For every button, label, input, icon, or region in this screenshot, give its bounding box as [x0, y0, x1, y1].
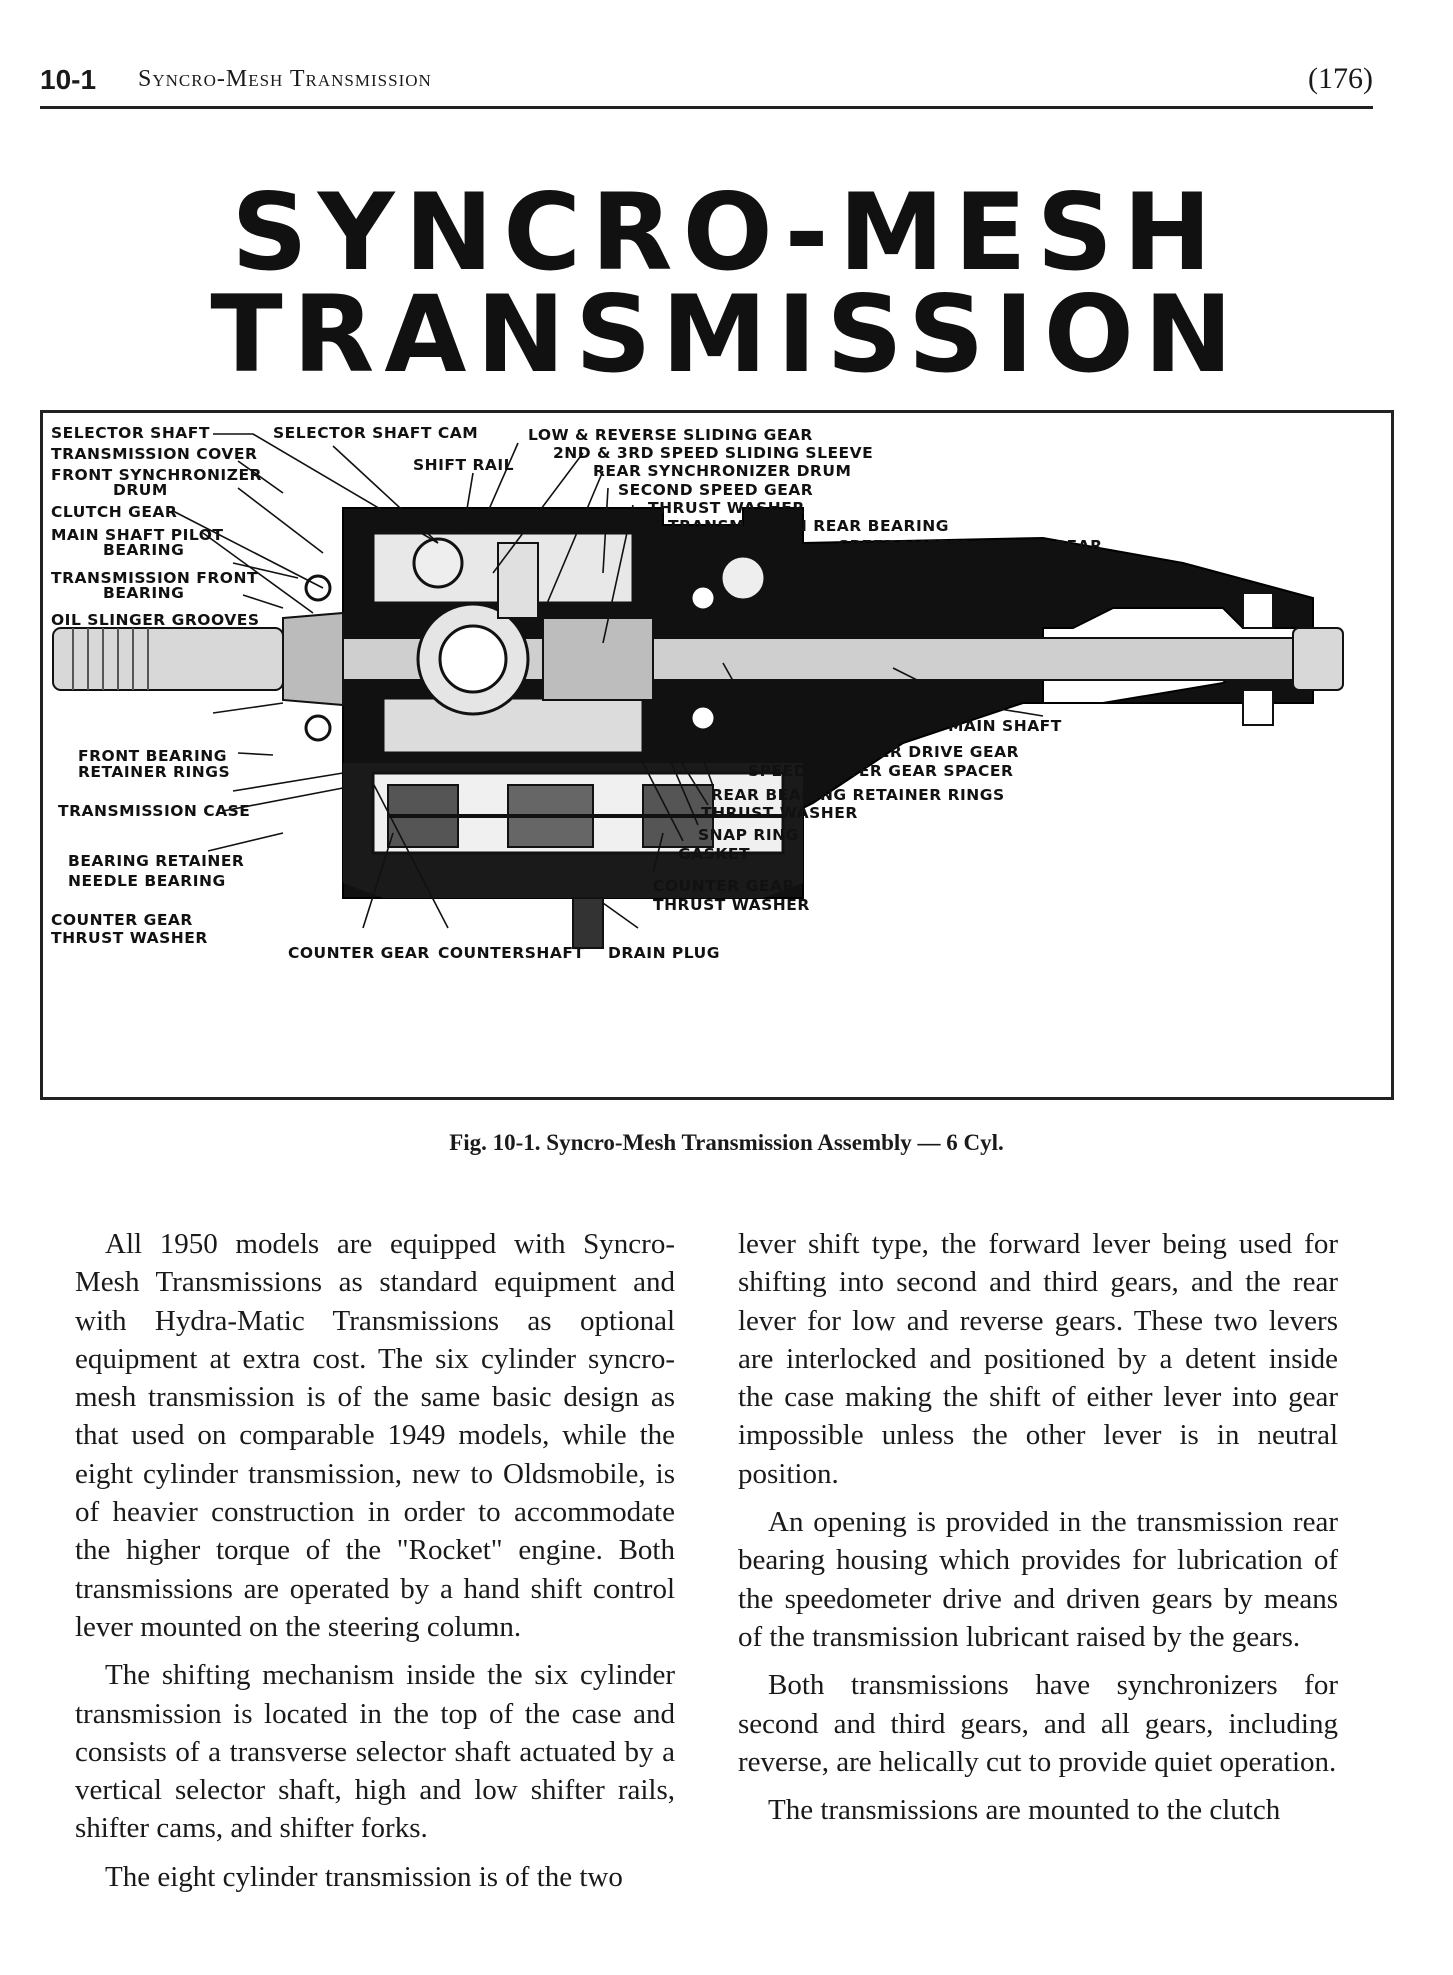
title-line-2: TRANSMISSION	[210, 273, 1243, 396]
paragraph: The eight cylinder transmission is of th…	[105, 1860, 623, 1893]
label-main-shaft: MAIN SHAFT	[948, 717, 1062, 735]
label-rear-synchronizer-drum: REAR SYNCHRONIZER DRUM	[593, 462, 851, 480]
label-shift-rail: SHIFT RAIL	[413, 456, 514, 474]
label-trans-front-bearing-2: BEARING	[103, 584, 184, 602]
body-column-right: lever shift type, the forward lever bein…	[738, 1225, 1338, 1839]
paragraph: The shifting mechanism inside the six cy…	[75, 1659, 675, 1845]
label-selector-shaft: SELECTOR SHAFT	[51, 424, 210, 442]
label-steel-babbitt-bushing: STEEL BABBITT BUSHING	[858, 559, 1087, 577]
label-counter-gear-thrust-left-2: THRUST WASHER	[51, 929, 208, 947]
transmission-diagram: SELECTOR SHAFT TRANSMISSION COVER FRONT …	[40, 410, 1394, 1100]
label-clutch-gear: CLUTCH GEAR	[51, 503, 177, 521]
label-main-shaft-pilot-2: BEARING	[103, 541, 184, 559]
paragraph: An opening is provided in the transmissi…	[738, 1506, 1338, 1653]
label-front-sync-drum-1: FRONT SYNCHRONIZER	[51, 466, 262, 484]
label-trans-front-bearing-1: TRANSMISSION FRONT	[51, 569, 258, 587]
paragraph: The transmissions are mounted to the clu…	[768, 1794, 1281, 1827]
label-transmission-cover: TRANSMISSION COVER	[51, 445, 257, 463]
page-header: 10-1 Syncro-Mesh Transmission (176)	[40, 60, 1373, 109]
label-front-bearing-retainer-2: RETAINER RINGS	[78, 763, 230, 781]
label-transmission-case: TRANSMISSION CASE	[58, 802, 250, 820]
section-number: 10-1	[40, 64, 97, 95]
label-countershaft: COUNTERSHAFT	[438, 944, 585, 962]
label-front-sync-drum-2: DRUM	[113, 481, 168, 499]
title-line-1: SYNCRO-MESH	[231, 171, 1222, 294]
transmission-housing	[342, 507, 1314, 949]
label-2nd-3rd-sliding-sleeve: 2ND & 3RD SPEED SLIDING SLEEVE	[553, 444, 873, 462]
label-counter-gear-thrust-right-2: THRUST WASHER	[653, 896, 810, 914]
label-drain-plug: DRAIN PLUG	[608, 944, 720, 962]
transmission-illustration: SELECTOR SHAFT TRANSMISSION COVER FRONT …	[51, 424, 1344, 962]
label-needle-bearing: NEEDLE BEARING	[68, 872, 226, 890]
label-rear-bearing-retainer-rings: REAR BEARING RETAINER RINGS	[711, 786, 1005, 804]
label-thrust-washer-top: THRUST WASHER	[648, 499, 805, 517]
label-counter-gear-thrust-right-1: COUNTER GEAR	[653, 877, 795, 895]
label-gasket: GASKET	[678, 845, 750, 863]
paragraph: Both transmissions have synchronizers fo…	[738, 1669, 1338, 1778]
label-counter-gear-thrust-left-1: COUNTER GEAR	[51, 911, 193, 929]
leader-lines	[172, 433, 1059, 929]
label-counter-gear: COUNTER GEAR	[288, 944, 430, 962]
label-thrust-washer-bottom: THRUST WASHER	[701, 804, 858, 822]
label-oil-seal: OIL SEAL	[1058, 576, 1140, 594]
page-number: (176)	[1308, 62, 1373, 95]
paragraph: lever shift type, the forward lever bein…	[738, 1228, 1338, 1490]
label-speedometer-gear-spacer: SPEEDOMETER GEAR SPACER	[748, 762, 1013, 780]
label-speedometer-driven-gear: SPEEDOMETER DRIVEN GEAR	[838, 537, 1103, 555]
label-speedometer-drive-gear: SPEEDOMETER DRIVE GEAR	[768, 743, 1019, 761]
label-snap-ring: SNAP RING	[698, 826, 799, 844]
body-column-left: All 1950 models are equipped with Syncro…	[75, 1225, 675, 1906]
label-front-bearing-retainer-1: FRONT BEARING	[78, 747, 227, 765]
label-second-speed-gear: SECOND SPEED GEAR	[618, 481, 813, 499]
figure-caption: Fig. 10-1. Syncro-Mesh Transmission Asse…	[449, 1130, 1004, 1155]
label-main-shaft-pilot-1: MAIN SHAFT PILOT	[51, 526, 223, 544]
shafts	[52, 537, 1344, 742]
section-title: Syncro-Mesh Transmission	[138, 66, 432, 92]
paragraph: All 1950 models are equipped with Syncro…	[75, 1228, 675, 1643]
label-oil-slinger-grooves: OIL SLINGER GROOVES	[51, 611, 259, 629]
label-transmission-rear-bearing: TRANSMISSION REAR BEARING	[668, 517, 949, 535]
label-bearing-retainer: BEARING RETAINER	[68, 852, 244, 870]
label-low-reverse-sliding-gear: LOW & REVERSE SLIDING GEAR	[528, 426, 813, 444]
label-selector-shaft-cam: SELECTOR SHAFT CAM	[273, 424, 478, 442]
